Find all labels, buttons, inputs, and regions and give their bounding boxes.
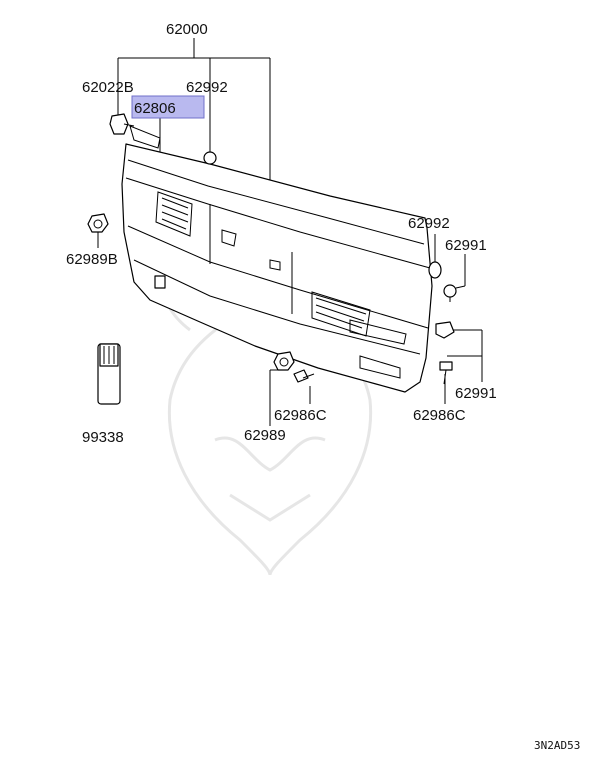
label-62991-bottom: 62991 [455, 385, 497, 402]
diagram-code: 3N2AD53 [534, 739, 580, 752]
nut-62992-top [203, 151, 217, 165]
label-62986c-center: 62986C [274, 407, 327, 424]
label-62992-right: 62992 [408, 215, 450, 232]
screw-62986c-center [293, 369, 315, 383]
label-62992-top: 62992 [186, 79, 228, 96]
label-62986c-right: 62986C [413, 407, 466, 424]
label-62806[interactable]: 62806 [134, 100, 176, 117]
label-62022b: 62022B [82, 79, 134, 96]
nut-62989b [87, 213, 109, 233]
front-bumper [121, 125, 433, 393]
retainer-62806 [154, 275, 166, 289]
label-62989b: 62989B [66, 251, 118, 268]
label-62989: 62989 [244, 427, 286, 444]
label-99338: 99338 [82, 429, 124, 446]
bolt-62991-bottom [435, 321, 455, 339]
label-62000: 62000 [166, 21, 208, 38]
clip-62022b [109, 113, 135, 135]
nut-62992-right [428, 261, 442, 279]
highlight-box[interactable] [131, 95, 205, 119]
bolt-62991-top [443, 284, 457, 302]
label-62991-top: 62991 [445, 237, 487, 254]
screw-62986c-right [439, 361, 453, 385]
nut-62989 [273, 351, 295, 371]
touchup-paint-bottle [97, 343, 121, 405]
